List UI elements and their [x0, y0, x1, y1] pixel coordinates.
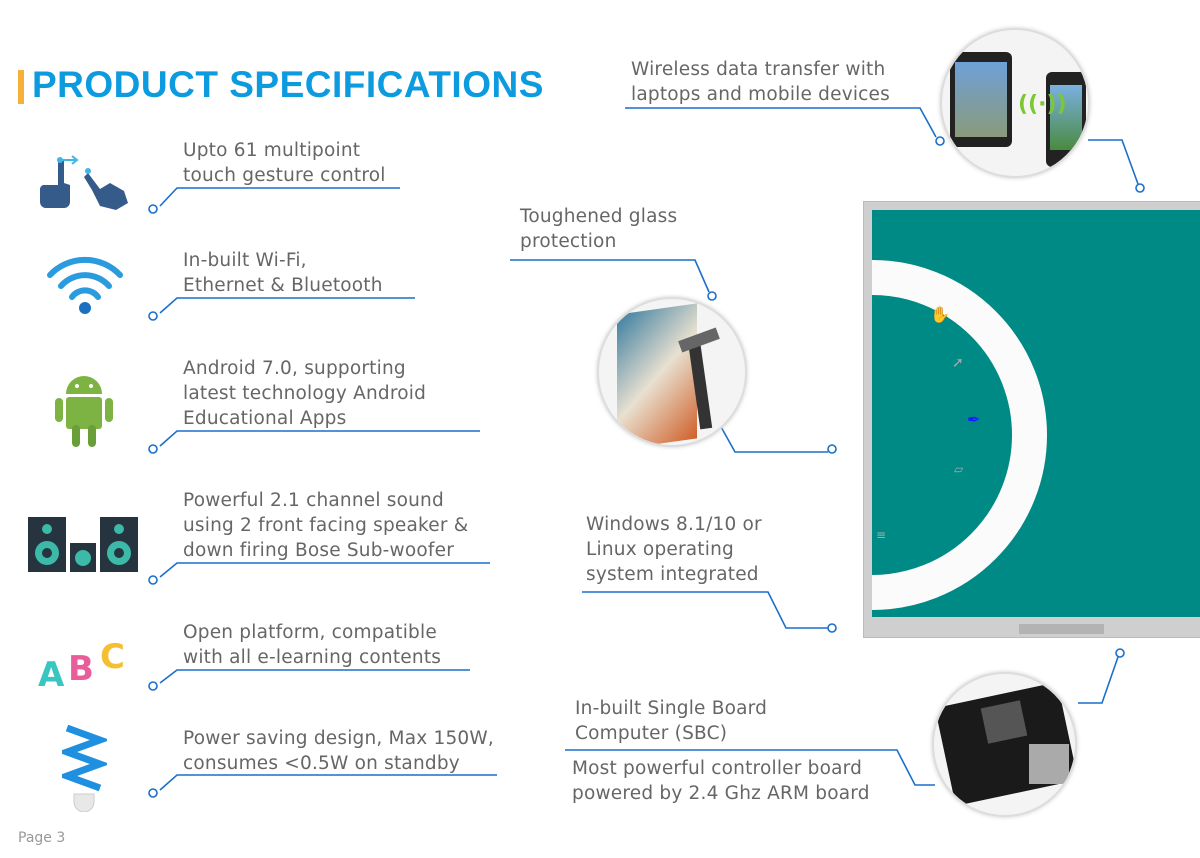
interactive-display-image: ✒ ✋ ➚ ▱ ≡ — [863, 201, 1200, 638]
android-icon — [55, 376, 113, 447]
speakers-icon — [28, 517, 138, 572]
power-saving-bulb-icon — [62, 724, 107, 812]
feature-power-text: Power saving design, Max 150W,consumes <… — [183, 728, 494, 774]
page-title: PRODUCT SPECIFICATIONS — [32, 64, 544, 105]
display-bezel-bar — [1019, 624, 1104, 634]
eraser-icon: ▱ — [954, 462, 964, 476]
wireless-devices-image: ((·)) — [940, 28, 1090, 178]
toughened-glass-image — [597, 297, 747, 447]
single-board-computer-image — [932, 672, 1077, 817]
hand-icon: ✋ — [930, 305, 950, 324]
cursor-icon: ➚ — [952, 355, 964, 371]
menu-icon: ≡ — [876, 528, 887, 542]
abc-blocks-icon: A B C — [38, 637, 125, 693]
title-accent-bar — [18, 70, 24, 104]
radial-tool-menu — [872, 260, 1047, 610]
svg-text:B: B — [68, 649, 94, 689]
pen-icon: ✒ — [967, 410, 981, 429]
svg-text:C: C — [100, 637, 125, 677]
page-number: Page 3 — [18, 830, 66, 846]
wifi-icon — [47, 256, 123, 314]
display-screen: ✒ ✋ ➚ ▱ ≡ — [872, 210, 1200, 617]
feature-wifi-text: In-built Wi-Fi,Ethernet & Bluetooth — [183, 250, 383, 296]
svg-text:A: A — [38, 655, 65, 693]
touch-gesture-icon — [39, 155, 128, 210]
